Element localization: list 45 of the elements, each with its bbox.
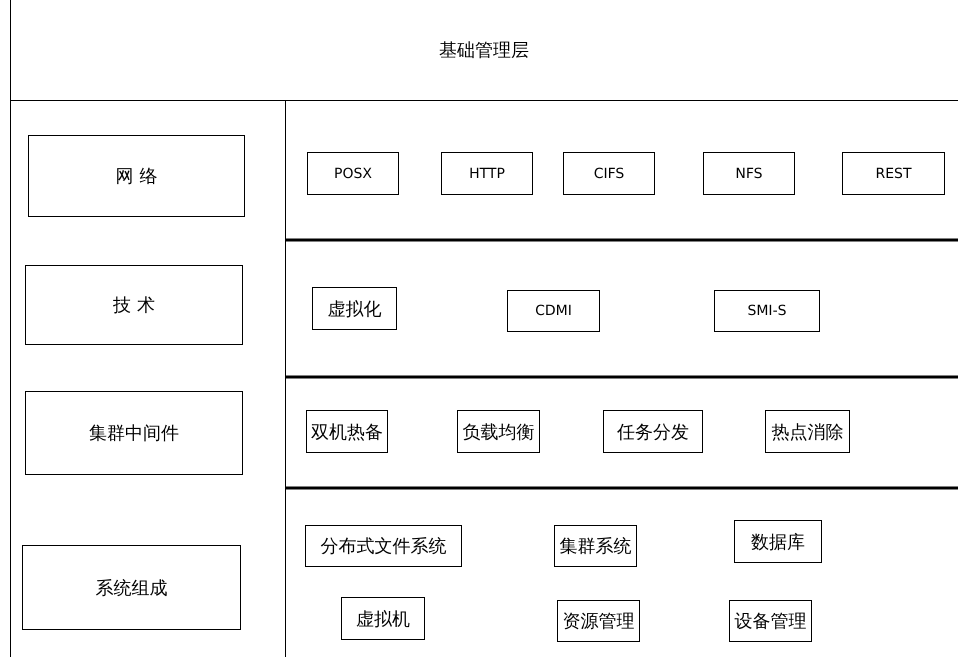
box-label: REST xyxy=(875,166,912,182)
component-box xyxy=(457,410,540,453)
category-box xyxy=(28,135,245,217)
box-label: 资源管理 xyxy=(562,610,634,633)
box-label: 任务分发 xyxy=(617,420,689,444)
component-box xyxy=(563,152,655,195)
box-label: 网 络 xyxy=(116,165,158,188)
box-label: CIFS xyxy=(594,166,624,182)
box-label: 数据库 xyxy=(751,530,805,554)
layer-title: 基础管理层 xyxy=(439,39,529,62)
component-box xyxy=(507,290,600,332)
category-box xyxy=(25,391,243,475)
component-box xyxy=(307,152,399,195)
box-label: HTTP xyxy=(469,166,505,182)
component-box xyxy=(603,410,703,453)
category-box xyxy=(25,265,243,345)
box-label: 技 术 xyxy=(113,294,155,317)
component-box xyxy=(729,600,812,642)
box-label: 虚拟机 xyxy=(356,608,410,630)
box-label: NFS xyxy=(735,166,763,182)
box-label: 集群系统 xyxy=(560,535,632,558)
component-box xyxy=(305,525,462,567)
component-box xyxy=(306,410,388,453)
component-box xyxy=(341,597,425,640)
box-label: 集群中间件 xyxy=(89,422,179,445)
box-label: 双机热备 xyxy=(311,420,383,444)
box-label: 分布式文件系统 xyxy=(320,535,446,558)
component-box xyxy=(557,600,640,642)
box-label: SMI-S xyxy=(747,303,787,319)
component-box xyxy=(441,152,533,195)
component-box xyxy=(734,520,822,563)
component-box xyxy=(714,290,820,332)
box-label: CDMI xyxy=(535,303,572,319)
box-label: 设备管理 xyxy=(734,610,806,633)
component-box xyxy=(765,410,850,453)
component-box xyxy=(312,287,397,330)
category-box xyxy=(22,545,241,630)
component-box xyxy=(842,152,945,195)
box-label: 系统组成 xyxy=(96,576,168,600)
box-label: POSX xyxy=(334,166,372,182)
box-label: 热点消除 xyxy=(772,420,844,444)
box-label: 虚拟化 xyxy=(328,298,382,320)
component-box xyxy=(703,152,795,195)
box-label: 负载均衡 xyxy=(462,420,534,444)
component-box xyxy=(554,525,637,567)
